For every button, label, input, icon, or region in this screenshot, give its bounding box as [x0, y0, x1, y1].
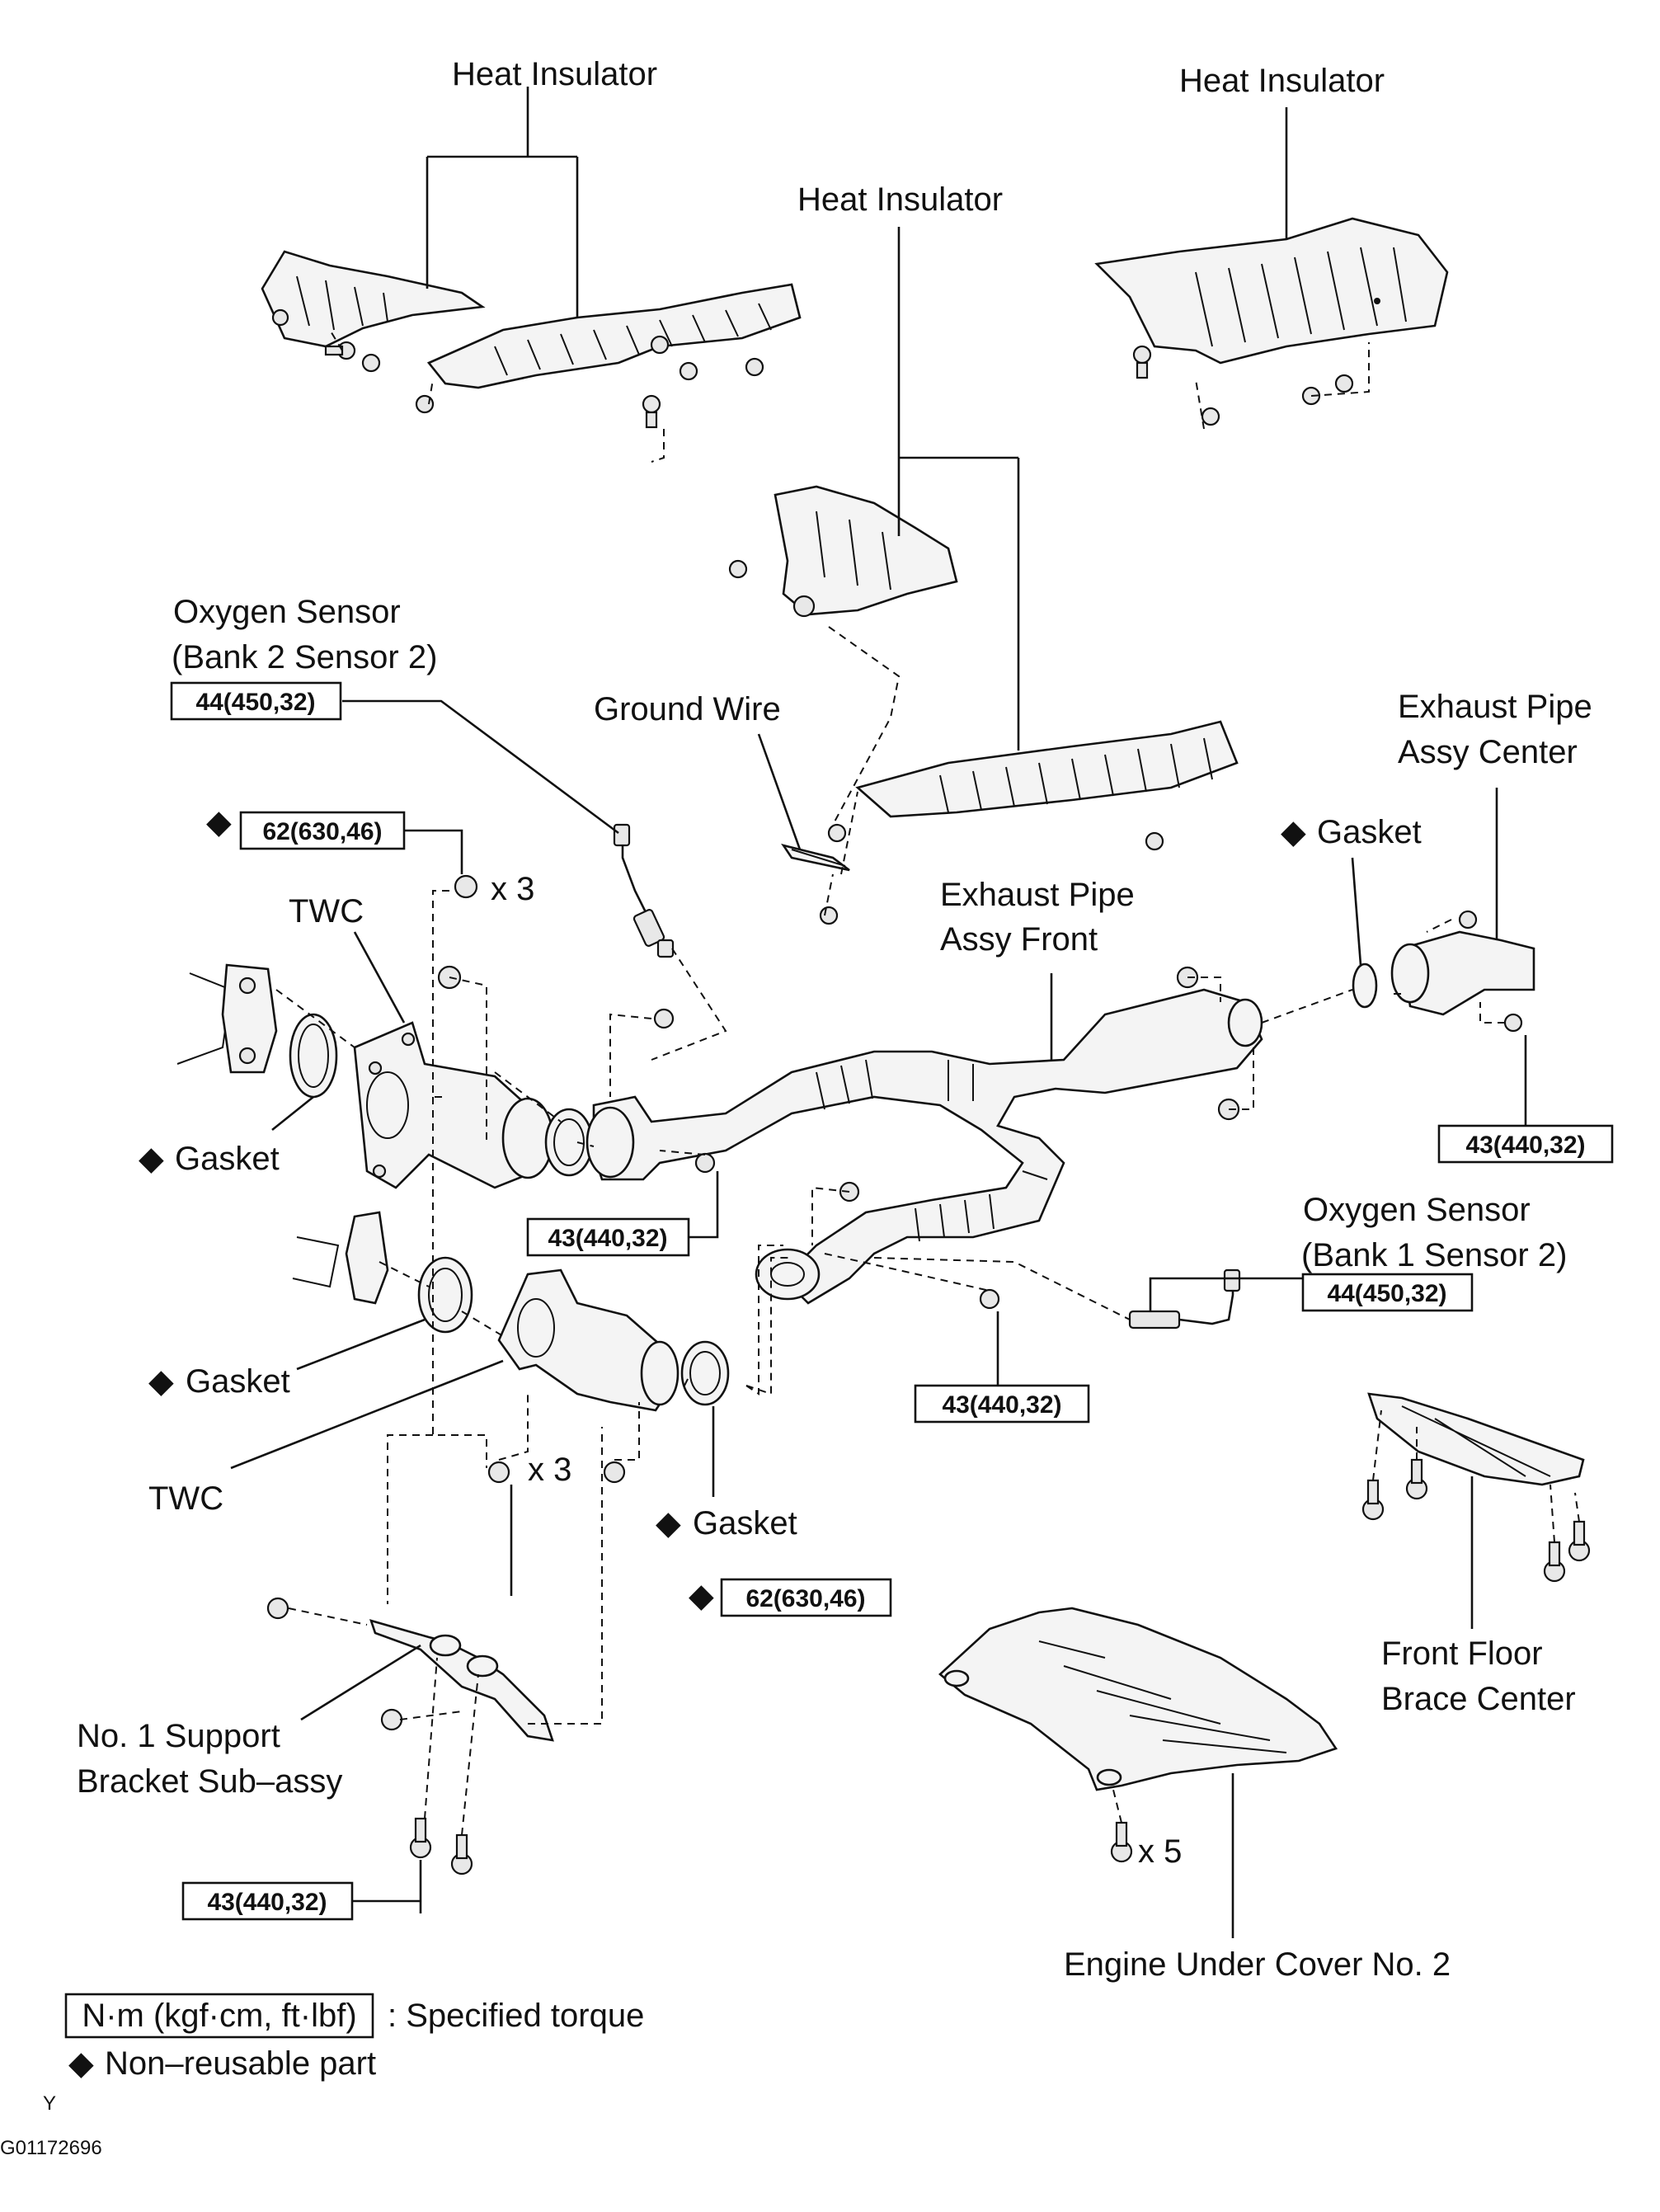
heat-insulator-left-long — [426, 283, 802, 389]
ground-wire-shape — [781, 843, 850, 872]
label-heat-insulator-2: Heat Insulator — [1179, 63, 1385, 99]
label-exhaust-front-line1: Exhaust Pipe — [940, 877, 1135, 913]
label-twc-upper: TWC — [289, 893, 364, 930]
assembly-dashed-lines — [275, 329, 1580, 1836]
non-reusable-diamond-icon: ◆ — [148, 1363, 174, 1400]
torque-o2-bank1-value: 44(450,32) — [1327, 1280, 1446, 1307]
non-reusable-diamond-icon: ◆ — [656, 1505, 681, 1541]
legend-specified-torque: : Specified torque — [388, 1998, 644, 2034]
legend: N·m (kgf·cm, ft·lbf) : Specified torque … — [0, 1993, 644, 2159]
torque-front-pipe-lower-value: 43(440,32) — [942, 1391, 1061, 1419]
label-front-floor-line2: Brace Center — [1381, 1681, 1576, 1717]
label-support-bracket-line2: Bracket Sub–assy — [77, 1763, 342, 1800]
heat-insulator-left-small — [261, 250, 486, 348]
torque-box-bracket: 43(440,32) — [181, 1881, 354, 1921]
engine-under-cover-shape — [938, 1607, 1338, 1791]
torque-box-o2-bank2: 44(450,32) — [170, 681, 342, 721]
torque-box-nut-lower: ◆ 62(630,46) — [689, 1578, 892, 1617]
label-ground-wire: Ground Wire — [594, 691, 781, 727]
label-exhaust-front-line2: Assy Front — [940, 921, 1098, 958]
non-reusable-diamond-icon: ◆ — [139, 1141, 164, 1177]
label-twc-lower: TWC — [148, 1480, 223, 1517]
non-reusable-diamond-icon: ◆ — [1281, 814, 1306, 850]
support-bracket-shape — [369, 1619, 554, 1742]
label-engine-under-cover: Engine Under Cover No. 2 — [1064, 1946, 1451, 1983]
twc-lower-shape — [497, 1268, 680, 1412]
label-gasket-right: Gasket — [1317, 814, 1422, 850]
label-oxygen-sensor-b2-line2: (Bank 2 Sensor 2) — [172, 639, 437, 675]
torque-box-nut-upper: ◆ 62(630,46) — [206, 804, 406, 850]
non-reusable-diamond-icon: ◆ — [689, 1578, 714, 1614]
twc-upper-shape — [353, 1021, 554, 1189]
label-oxygen-sensor-b1-line2: (Bank 1 Sensor 2) — [1301, 1237, 1567, 1273]
exhaust-pipe-center-shape — [1352, 930, 1535, 1016]
label-exhaust-center-line1: Exhaust Pipe — [1398, 689, 1592, 725]
torque-box-center-right: 43(440,32) — [1437, 1124, 1614, 1164]
gasket-upper-left-shape — [289, 1013, 338, 1099]
label-qty-x5: x 5 — [1138, 1833, 1182, 1870]
label-oxygen-sensor-b2-line1: Oxygen Sensor — [173, 594, 401, 630]
torque-bracket-value: 43(440,32) — [207, 1889, 327, 1916]
legend-unit-box: N·m (kgf·cm, ft·lbf) — [82, 1998, 356, 2034]
fasteners — [266, 874, 1591, 1875]
torque-center-right-value: 43(440,32) — [1465, 1132, 1585, 1159]
label-gasket-left-upper: Gasket — [175, 1141, 280, 1177]
leader-lines — [230, 87, 1527, 1938]
oxygen-sensor-bank2-shape — [613, 823, 675, 958]
heat-insulator-center-small — [774, 485, 958, 618]
non-reusable-diamond-icon: ◆ — [206, 804, 232, 840]
exhaust-pipe-front-shape — [585, 988, 1263, 1305]
torque-front-pipe-left-value: 43(440,32) — [548, 1225, 667, 1252]
figure-code: G01172696 — [0, 2137, 102, 2159]
label-qty-x3-upper: x 3 — [491, 871, 534, 907]
torque-o2-bank2-value: 44(450,32) — [195, 689, 315, 716]
orientation-mark: Y — [43, 2092, 56, 2115]
heat-insulator-center-long — [855, 720, 1239, 818]
manifold-flange-lower — [292, 1211, 389, 1305]
oxygen-sensor-bank1-shape — [1128, 1268, 1241, 1330]
torque-box-front-pipe-lower: 43(440,32) — [914, 1384, 1090, 1424]
label-gasket-lower-center: Gasket — [693, 1505, 797, 1541]
torque-nut-upper-value: 62(630,46) — [262, 818, 382, 845]
label-gasket-left-lower: Gasket — [186, 1363, 290, 1400]
label-exhaust-center-line2: Assy Center — [1398, 734, 1578, 770]
label-heat-insulator-1: Heat Insulator — [452, 56, 657, 92]
heat-insulator-right-top — [1094, 217, 1449, 365]
torque-nut-lower-value: 62(630,46) — [745, 1585, 865, 1612]
insulator-bolts — [324, 341, 1354, 925]
label-oxygen-sensor-b1-line1: Oxygen Sensor — [1303, 1192, 1531, 1228]
label-front-floor-line1: Front Floor — [1381, 1635, 1543, 1672]
torque-box-o2-bank1: 44(450,32) — [1301, 1273, 1474, 1312]
non-reusable-diamond-icon: ◆ — [68, 2045, 94, 2082]
front-floor-brace-shape — [1367, 1392, 1585, 1486]
label-support-bracket-line1: No. 1 Support — [77, 1718, 280, 1754]
legend-non-reusable: Non–reusable part — [105, 2045, 376, 2082]
part-labels: Heat Insulator Heat Insulator Heat Insul… — [77, 56, 1592, 1983]
manifold-flange-upper — [176, 963, 278, 1074]
label-heat-insulator-3: Heat Insulator — [797, 181, 1003, 218]
label-qty-x3-lower: x 3 — [528, 1452, 571, 1488]
torque-box-front-pipe-left: 43(440,32) — [526, 1217, 690, 1257]
